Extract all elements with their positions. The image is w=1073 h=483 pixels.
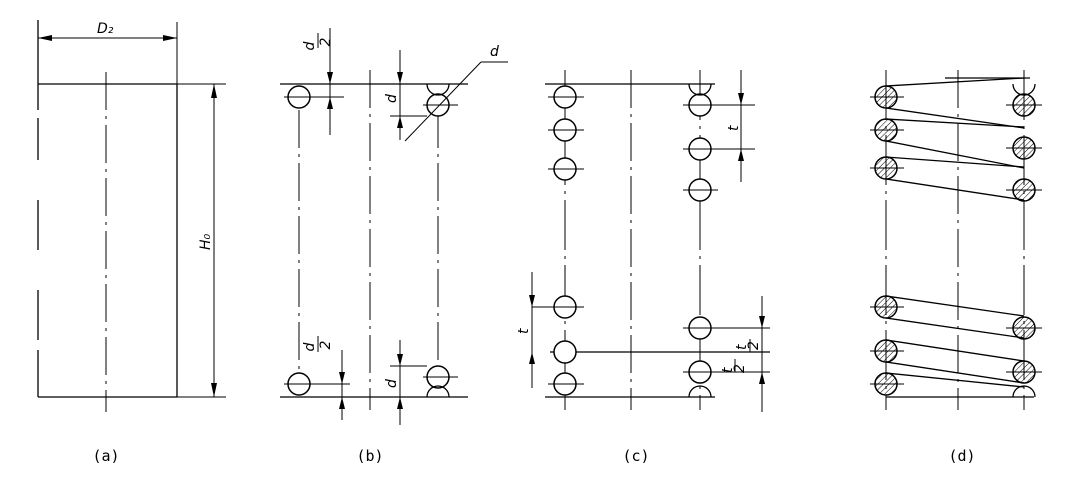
arrow-head: [327, 97, 333, 109]
arrow-head: [397, 354, 403, 366]
d-label: d: [384, 379, 400, 388]
half-pitch-den: 2: [746, 341, 762, 350]
arrow-head: [211, 383, 217, 397]
coil-edge: [885, 118, 1025, 128]
half-d-den: 2: [318, 37, 334, 46]
arrow-head: [327, 72, 333, 84]
arrow-head: [738, 93, 744, 105]
panel-c: t t t 2 t 2 (c): [516, 70, 770, 465]
half-pitch-den: 2: [732, 364, 748, 373]
half-pitch-label: t: [734, 344, 750, 350]
hatched-wire-sections: [874, 85, 1036, 396]
coil-edge: [885, 156, 1025, 168]
half-wire-section: [688, 83, 712, 96]
arrow-head: [397, 72, 403, 84]
arrow-head: [738, 149, 744, 161]
arrow-head: [397, 397, 403, 409]
panel-b: d 2 d d d 2 d (b): [280, 28, 508, 465]
coil-edge: [885, 77, 1025, 87]
half-wire-section: [688, 385, 712, 398]
arrow-head: [163, 35, 177, 41]
coil-edge: [885, 361, 1025, 384]
pitch-label: t: [516, 328, 532, 334]
caption-c: (c): [622, 447, 649, 465]
coil-edge: [885, 295, 1025, 317]
coil-edge: [885, 107, 1025, 129]
half-wire-section: [1012, 385, 1036, 398]
arrow-head: [339, 372, 345, 384]
caption-b: (b): [356, 447, 383, 465]
panel-d: (d): [870, 70, 1042, 465]
half-d-label: d: [302, 342, 318, 351]
arrow-head: [759, 316, 765, 328]
arrow-head: [529, 295, 535, 307]
arrow-head: [211, 84, 217, 98]
d-leader-line: [404, 61, 482, 142]
d-label: d: [384, 94, 400, 103]
arrow-head: [339, 397, 345, 409]
half-d-den: 2: [318, 340, 334, 349]
half-wire-section: [426, 83, 450, 96]
pitch-label: t: [726, 125, 742, 131]
arrow-head: [529, 352, 535, 364]
half-pitch-label: t: [720, 367, 736, 373]
half-d-label: d: [302, 41, 318, 50]
arrow-head: [38, 35, 52, 41]
caption-a: (a): [92, 447, 119, 465]
half-wire-section: [426, 385, 450, 398]
d2-label: D₂: [97, 21, 114, 37]
wire-section-circle: [553, 340, 577, 364]
coil-edge: [885, 178, 1025, 201]
coil-edge: [885, 140, 1025, 169]
arrow-head: [397, 116, 403, 128]
coil-edge: [885, 317, 1025, 339]
coil-edge: [885, 339, 1025, 362]
h0-label: H₀: [198, 233, 214, 250]
half-wire-section: [1012, 83, 1036, 96]
panel-a: D₂ H₀ (a): [37, 20, 226, 465]
arrow-head: [759, 372, 765, 384]
coil-edge: [885, 372, 1025, 388]
caption-d: (d): [948, 447, 975, 465]
d-leader-label: d: [490, 44, 499, 60]
